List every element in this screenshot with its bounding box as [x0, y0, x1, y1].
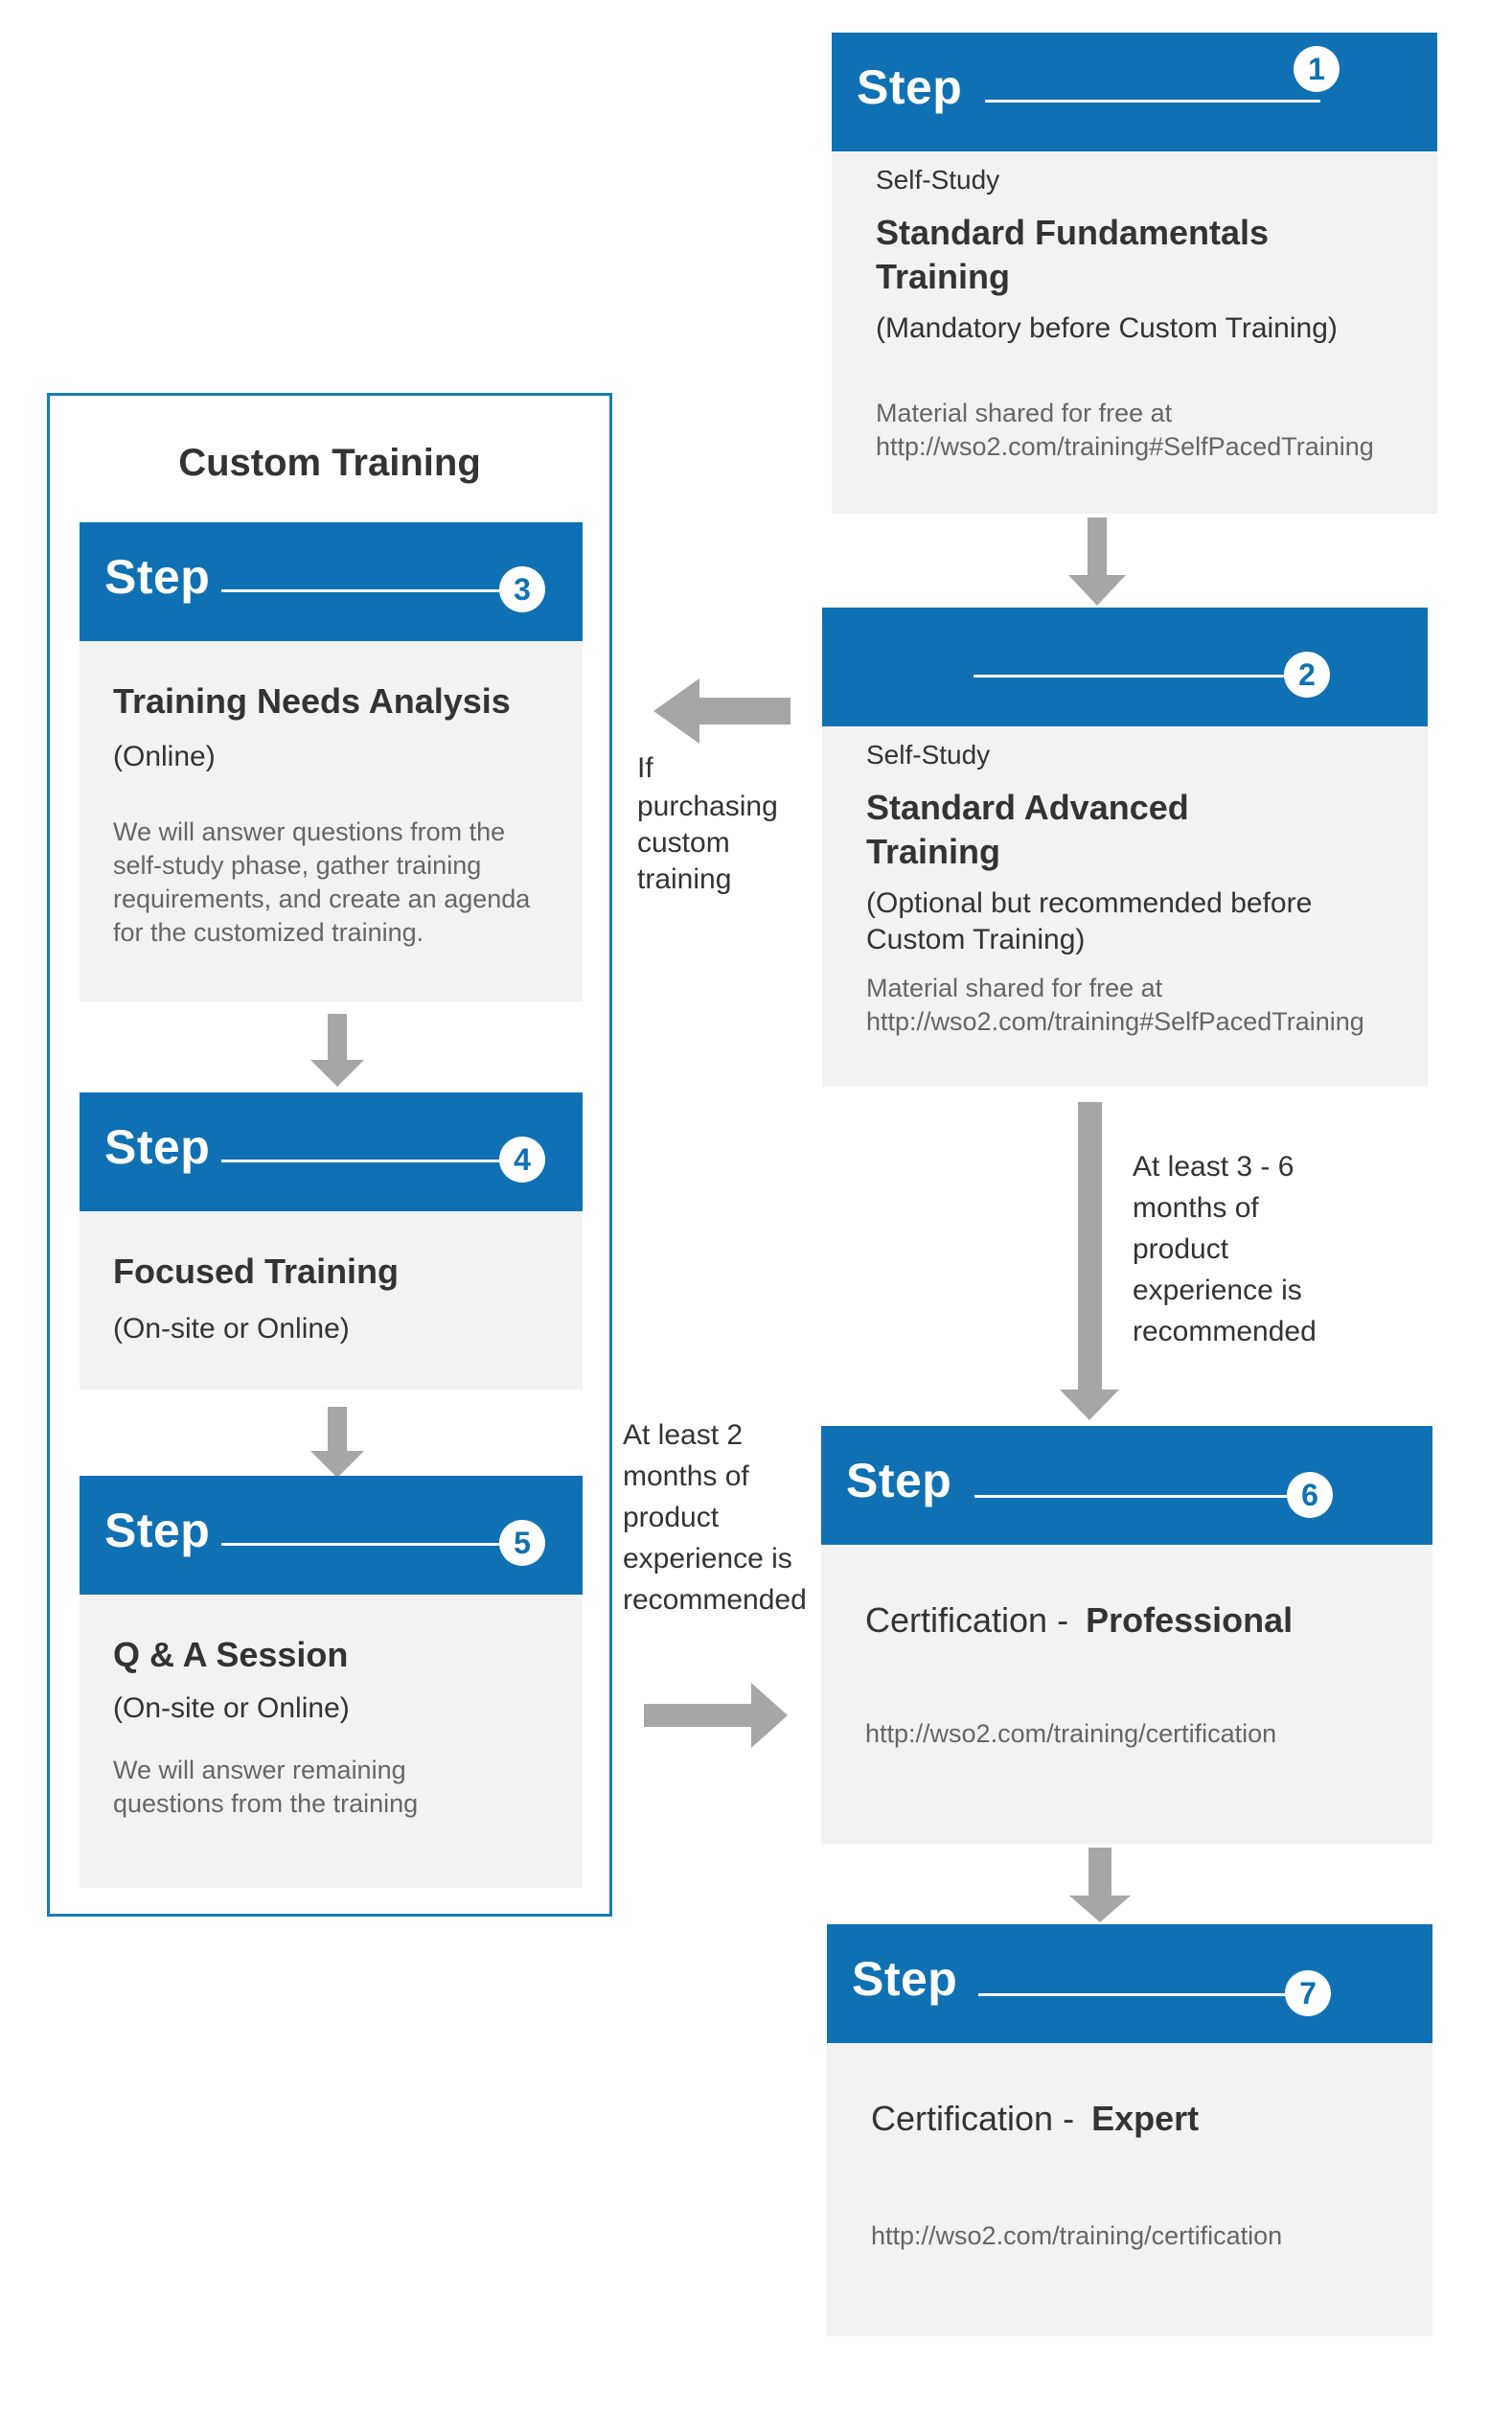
step-3-desc-line3: requirements, and create an agenda [113, 885, 531, 913]
step-2-number: 2 [1284, 652, 1330, 698]
step-6-label: Step [846, 1454, 952, 1507]
step-7-body: Certification - Expert http://wso2.com/t… [827, 2043, 1432, 2336]
step-1-label: Step [857, 60, 963, 114]
step-3-card: Step 3 Training Needs Analysis (Online) … [80, 522, 583, 1001]
step-3-header: Step 3 [80, 522, 583, 641]
step-5-body: Q & A Session (On-site or Online) We wil… [80, 1595, 583, 1888]
step-1-body: Self-Study Standard Fundamentals Trainin… [832, 151, 1437, 514]
arrow-step5-to-step6 [644, 1683, 788, 1748]
step-3-mode: (Online) [113, 741, 216, 772]
step-2-note-line1: (Optional but recommended before [866, 887, 1313, 919]
step-5-title: Q & A Session [113, 1635, 349, 1674]
step-3-number: 3 [499, 566, 545, 612]
step-7-title-level: Expert [1091, 2099, 1200, 2138]
step-5-mode: (On-site or Online) [113, 1692, 350, 1724]
step-3-label: Step [104, 550, 211, 604]
step-5-desc-line1: We will answer remaining [113, 1756, 406, 1784]
step-6-link[interactable]: http://wso2.com/training/certification [865, 1719, 1277, 1748]
step-7-number: 7 [1285, 1970, 1331, 2016]
step-5-card: Step 5 Q & A Session (On-site or Online)… [80, 1476, 583, 1888]
step-1-material: Material shared for free at [876, 399, 1173, 427]
step-1-card: Step 1 Self-Study Standard Fundamentals … [832, 33, 1437, 514]
step-2-header: 2 [822, 608, 1428, 726]
step-7-card: Step 7 Certification - Expert http://wso… [827, 1924, 1432, 2336]
custom-training-group: Custom Training [47, 393, 612, 1917]
step-4-header: Step 4 [80, 1092, 583, 1211]
step-5-header: Step 5 [80, 1476, 583, 1595]
step-7-label: Step [852, 1952, 958, 2006]
step-4-card: Step 4 Focused Training (On-site or Onli… [80, 1092, 583, 1390]
step-3-title: Training Needs Analysis [113, 681, 511, 721]
step-2-material: Material shared for free at [866, 974, 1163, 1002]
step-2-body: Self-Study Standard Advanced Training (O… [822, 726, 1428, 1087]
arrow-step4-to-step5 [310, 1407, 364, 1478]
step-1-title-line1: Standard Fundamentals [876, 213, 1270, 252]
step-7-link[interactable]: http://wso2.com/training/certification [871, 2221, 1283, 2250]
step-3-desc-line1: We will answer questions from the [113, 817, 506, 846]
step-1-note: (Mandatory before Custom Training) [876, 312, 1338, 344]
step-2-material-link: http://wso2.com/training#SelfPacedTraini… [866, 1007, 1364, 1036]
step-2-note-line2: Custom Training) [866, 924, 1086, 955]
step-3-desc-line2: self-study phase, gather training [113, 851, 482, 880]
custom-training-title: Custom Training [178, 442, 481, 484]
step-4-mode: (On-site or Online) [113, 1313, 350, 1344]
step-2-type: Self-Study [866, 740, 991, 770]
step-1-type: Self-Study [876, 165, 1000, 195]
step-3-body: Training Needs Analysis (Online) We will… [80, 641, 583, 1001]
step-6-title-prefix: Certification - [865, 1600, 1069, 1640]
step-5-number: 5 [499, 1520, 545, 1566]
arrow-step6-to-step7 [1069, 1848, 1131, 1922]
step-4-label: Step [104, 1120, 211, 1174]
step-4-body: Focused Training (On-site or Online) [80, 1211, 583, 1390]
step-6-number: 6 [1287, 1472, 1333, 1518]
step-6-title-level: Professional [1086, 1600, 1294, 1640]
step-7-header: Step 7 [827, 1924, 1432, 2043]
arrow-step2-to-step6 [1060, 1102, 1119, 1420]
step-1-material-link: http://wso2.com/training#SelfPacedTraini… [876, 432, 1374, 461]
step-4-title: Focused Training [113, 1252, 400, 1291]
step-5-desc-line2: questions from the training [113, 1789, 419, 1818]
step-2-card: 2 Self-Study Standard Advanced Training … [822, 608, 1428, 1087]
step-6-card: Step 6 Certification - Professional http… [821, 1426, 1432, 1844]
step-1-header: Step 1 [832, 33, 1437, 151]
step-6-header: Step 6 [821, 1426, 1432, 1545]
step-2-title-line1: Standard Advanced [866, 788, 1189, 827]
arrow-step1-to-step2 [1068, 517, 1126, 606]
step-7-title-prefix: Certification - [871, 2099, 1075, 2138]
step-3-desc-line4: for the customized training. [113, 918, 424, 947]
step-5-label: Step [104, 1504, 211, 1557]
step-6-body: Certification - Professional http://wso2… [821, 1545, 1432, 1844]
arrow-step2-to-custom [653, 678, 790, 744]
step-2-title-line2: Training [866, 832, 1001, 871]
step-1-title-line2: Training [876, 257, 1011, 296]
step-1-number: 1 [1294, 46, 1340, 92]
arrow-step3-to-step4 [310, 1014, 364, 1087]
step-4-number: 4 [499, 1137, 545, 1183]
